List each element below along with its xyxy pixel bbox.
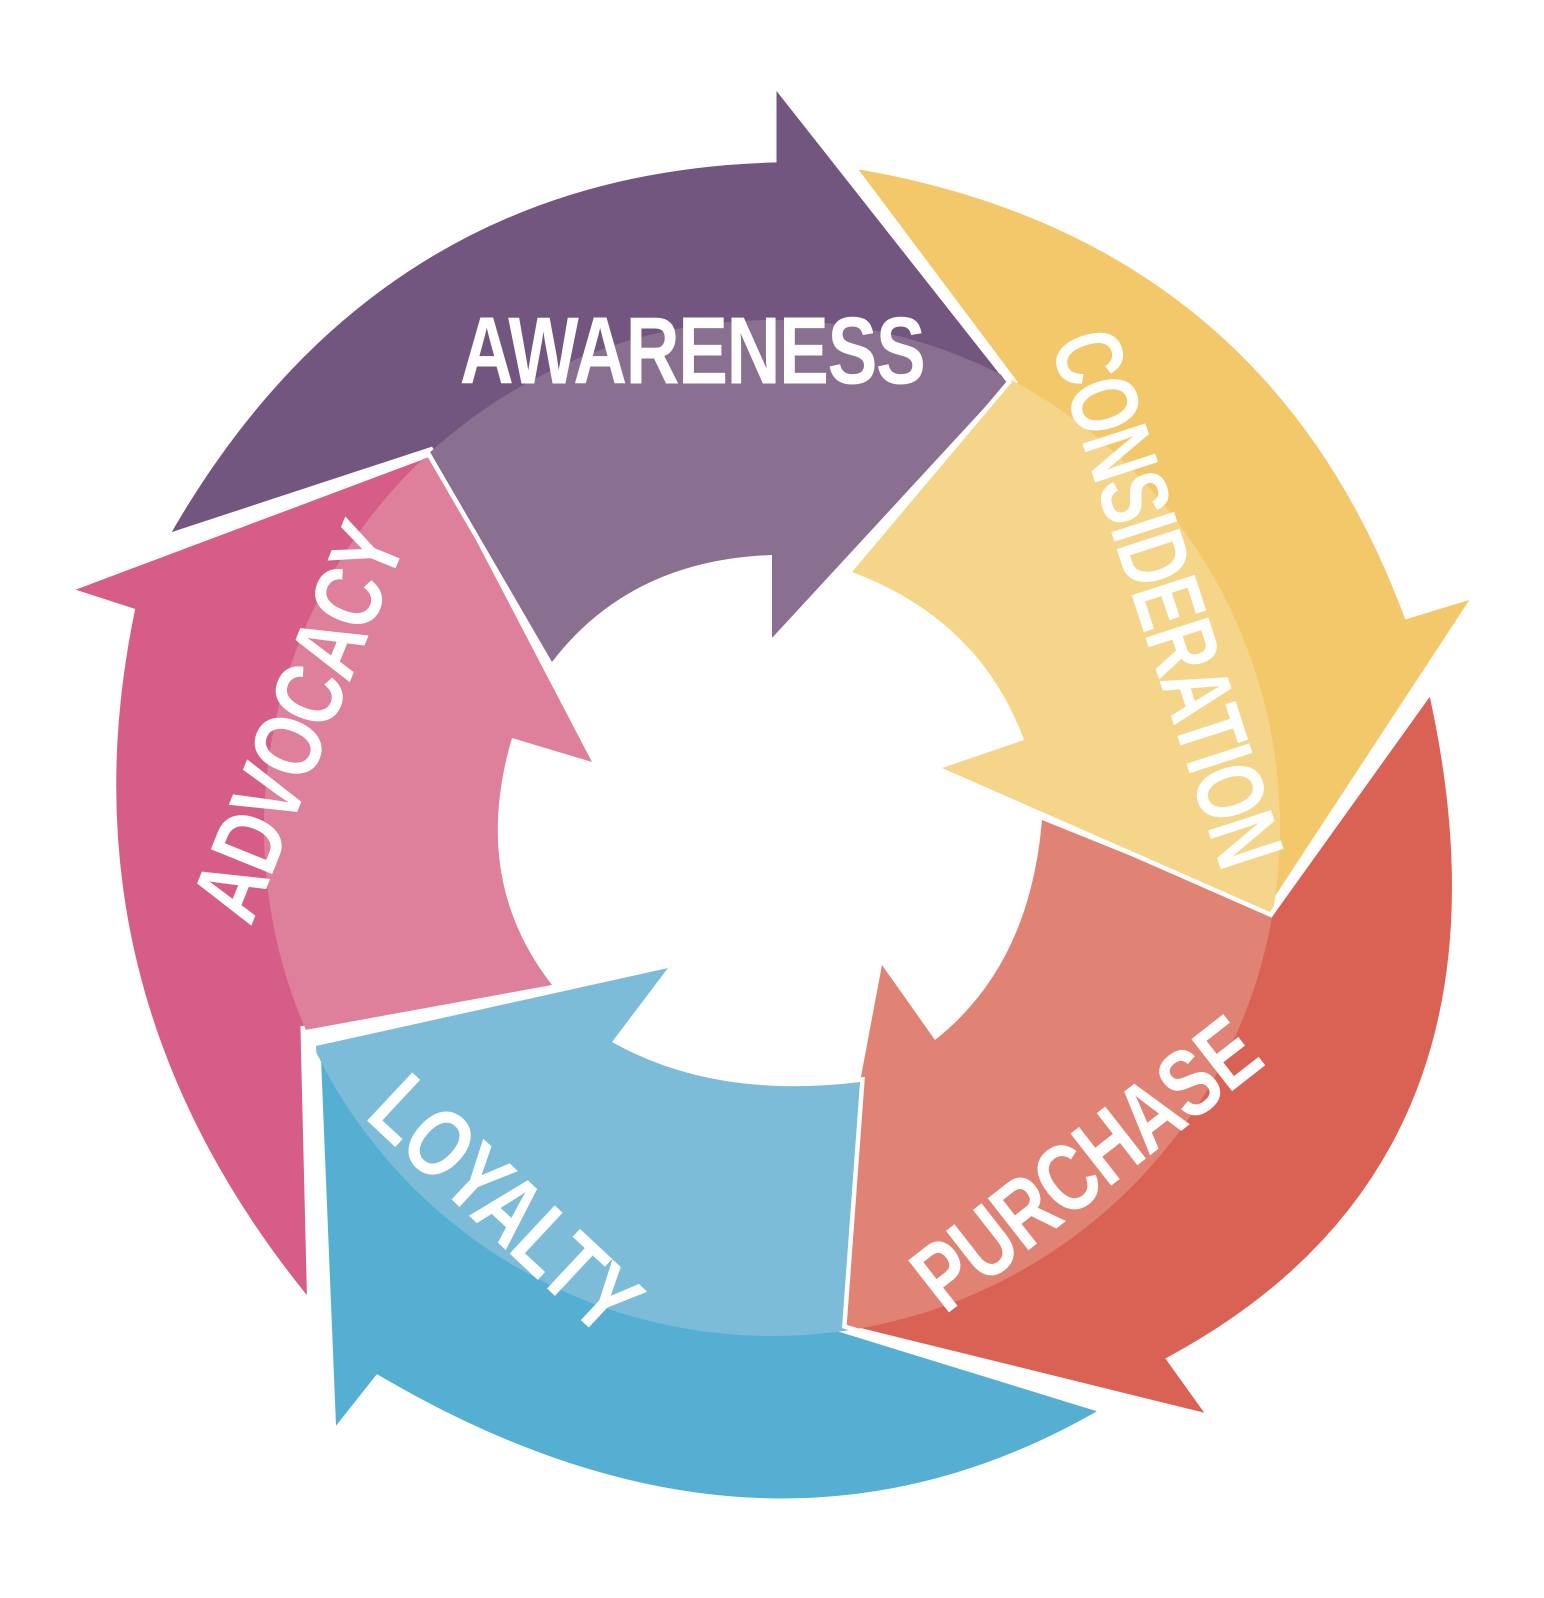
advocacy-arrow [48,446,601,1326]
awareness-arrow [152,65,1016,671]
purchase-arrow-inner-band [842,686,1280,1336]
awareness-arrow-inner-band [264,320,1010,662]
loyalty-arrow-inner-band [316,968,1108,1336]
loyalty-arrow [311,960,1120,1508]
advocacy-arrow-inner-band [264,452,592,1320]
awareness-label: AWARENESS [460,297,924,404]
consideration-arrow [837,156,1491,918]
